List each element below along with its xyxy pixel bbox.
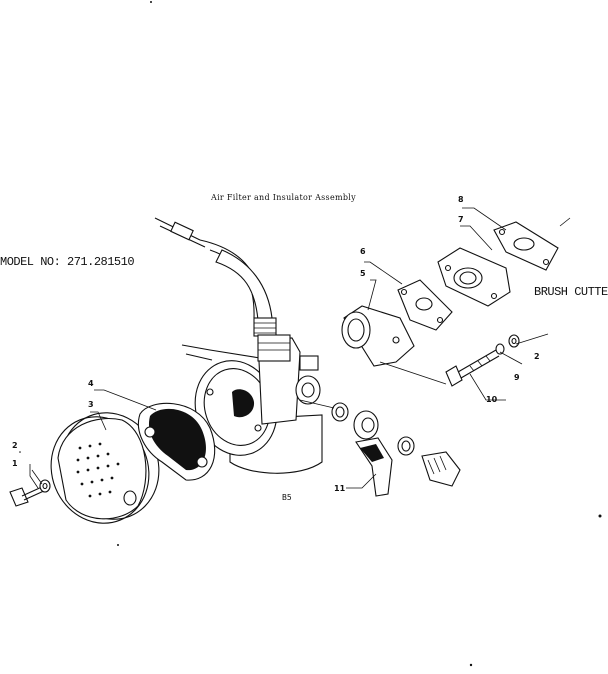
leader-lines [29,207,571,489]
callout-7: 7 [458,215,464,224]
figure-code: B5 [282,493,292,502]
callout-8: 8 [458,195,464,204]
fuel-fitting [331,402,461,497]
filter-cover [50,412,160,524]
callout-4: 4 [88,379,94,388]
callout-9: 9 [514,373,520,382]
model-number: MODEL NO: 271.281510 [0,255,135,269]
callout-1: 1 [12,459,18,468]
bolt-and-washers-right [445,334,520,387]
gasket-outer [493,221,559,271]
filter-element [138,402,216,481]
insulator-block [437,247,511,307]
callout-2-left: 2 [12,441,18,450]
callout-6: 6 [360,247,366,256]
callout-11: 11 [334,484,346,493]
screw-and-washer-left [9,479,51,507]
product-name: BRUSH CUTTER [534,285,608,299]
carburetor-body [181,334,323,474]
callout-2-right: 2 [534,352,540,361]
gasket [397,279,453,331]
callout-10: 10 [486,395,498,404]
diagram-title: Air Filter and Insulator Assembly [211,193,356,202]
callout-3: 3 [88,400,94,409]
scan-specks [19,1,602,667]
callout-5: 5 [360,269,366,278]
insulator-spacer [341,305,415,367]
throttle-cable [154,217,277,337]
